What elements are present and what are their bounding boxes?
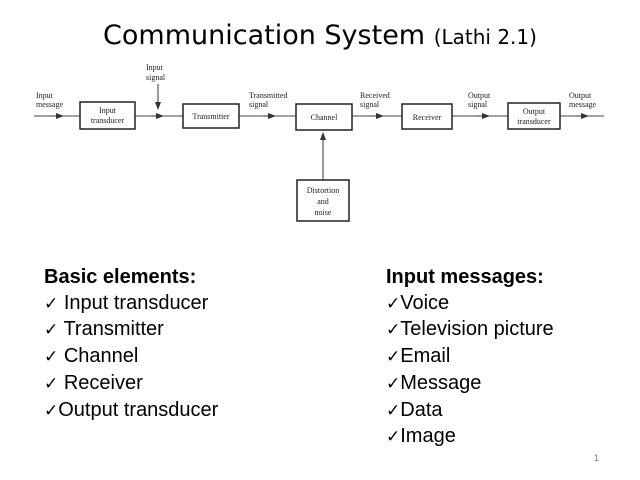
checkmark-icon: ✓ (386, 320, 401, 341)
block-label: Receiver (413, 113, 442, 122)
block-label: and (317, 197, 329, 206)
slide-title: Communication System (Lathi 2.1) (0, 20, 640, 51)
checkmark-icon: ✓ (386, 427, 401, 448)
checkmark-icon: ✓ (44, 320, 59, 341)
block-label: noise (315, 208, 332, 217)
title-main: Communication System (103, 20, 426, 51)
svg-text:Received: Received (360, 91, 390, 100)
list-item: ✓ Transmitter (44, 318, 164, 341)
list-item: ✓ Channel (44, 345, 139, 368)
svg-text:signal: signal (360, 100, 380, 109)
block-label: Transmitter (192, 112, 229, 121)
checkmark-icon: ✓ (386, 347, 401, 368)
block-label: Distortion (307, 186, 339, 195)
label-transmitted-signal: Transmitted signal (249, 91, 287, 109)
svg-text:Output: Output (569, 91, 592, 100)
list-item: ✓Email (386, 345, 451, 368)
checkmark-icon: ✓ (44, 293, 59, 314)
list-item: ✓Television picture (386, 318, 554, 341)
block-label: transducer (517, 117, 551, 126)
label-received-signal: Received signal (360, 91, 390, 109)
basic-elements-list: Basic elements: ✓ Input transducer ✓ Tra… (44, 265, 218, 424)
block-channel: Channel (295, 103, 353, 131)
label-input-message: Input message (36, 91, 64, 109)
list-item: ✓Message (386, 371, 482, 394)
label-input-signal: Input signal (146, 63, 166, 82)
list-item: ✓ Input transducer (44, 291, 209, 314)
list-item: ✓ Receiver (44, 371, 143, 394)
title-reference: (Lathi 2.1) (433, 25, 537, 49)
svg-text:Transmitted: Transmitted (249, 91, 287, 100)
block-receiver: Receiver (401, 103, 453, 130)
checkmark-icon: ✓ (386, 400, 401, 421)
list-item: ✓Voice (386, 291, 450, 314)
svg-text:signal: signal (468, 100, 488, 109)
list-item: ✓Data (386, 398, 443, 421)
svg-text:message: message (569, 100, 597, 109)
svg-text:Output: Output (468, 91, 491, 100)
list-item: ✓Image (386, 425, 456, 448)
checkmark-icon: ✓ (386, 293, 401, 314)
label-output-signal: Output signal (468, 91, 491, 109)
block-distortion-noise: Distortion and noise (296, 179, 350, 222)
checkmark-icon: ✓ (44, 400, 59, 421)
list-item: ✓Output transducer (44, 398, 219, 421)
block-label: transducer (91, 116, 125, 125)
checkmark-icon: ✓ (44, 373, 59, 394)
block-label: Input (99, 106, 117, 115)
input-messages-heading: Input messages: (386, 266, 544, 288)
basic-elements-heading: Basic elements: (44, 266, 197, 288)
input-messages-list: Input messages: ✓Voice ✓Television pictu… (386, 265, 554, 451)
block-label: Channel (311, 113, 338, 122)
svg-text:signal: signal (146, 73, 166, 82)
svg-text:signal: signal (249, 100, 269, 109)
block-label: Output (523, 107, 546, 116)
svg-text:Input: Input (36, 91, 54, 100)
checkmark-icon: ✓ (44, 347, 59, 368)
block-output-transducer: Output transducer (507, 102, 561, 130)
checkmark-icon: ✓ (386, 373, 401, 394)
svg-text:message: message (36, 100, 64, 109)
label-output-message: Output message (569, 91, 597, 109)
block-input-transducer: Input transducer (79, 101, 136, 130)
page-number: 1 (594, 453, 600, 463)
block-transmitter: Transmitter (182, 103, 240, 129)
svg-text:Input: Input (146, 63, 164, 72)
